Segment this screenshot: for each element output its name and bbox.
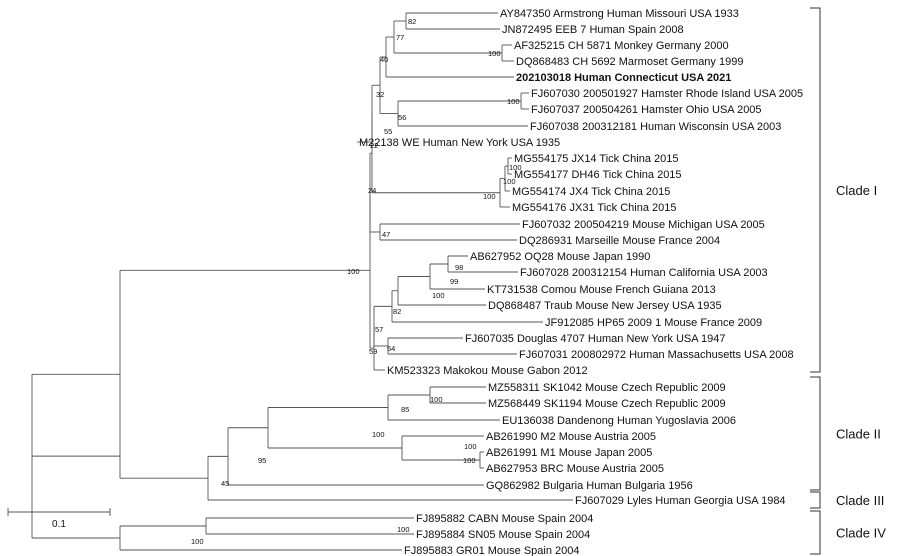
taxon-label: DQ868487 Traub Mouse New Jersey USA 1935 <box>488 300 722 312</box>
bootstrap-value: 45 <box>221 479 229 488</box>
bootstrap-value: 56 <box>398 113 406 122</box>
scale-bar: 0.1 <box>7 508 111 530</box>
taxon-label: FJ607035 Douglas 4707 Human New York USA… <box>465 333 726 345</box>
clade-bracket <box>810 376 821 491</box>
bootstrap-value: 22 <box>370 141 378 150</box>
leaf-labels: AY847350 Armstrong Human Missouri USA 19… <box>359 8 803 556</box>
taxon-label: GQ862982 Bulgaria Human Bulgaria 1956 <box>486 480 693 492</box>
bootstrap-value: 82 <box>393 307 401 316</box>
bootstrap-value: 77 <box>396 33 404 42</box>
taxon-label: JN872495 EEB 7 Human Spain 2008 <box>502 24 684 36</box>
bootstrap-value: 82 <box>408 17 416 26</box>
taxon-label: FJ607037 200504261 Hamster Ohio USA 2005 <box>531 104 762 116</box>
taxon-label: KT731538 Comou Mouse French Guiana 2013 <box>487 284 716 296</box>
bootstrap-value: 100 <box>503 177 516 186</box>
taxon-label: FJ895882 CABN Mouse Spain 2004 <box>416 513 593 525</box>
bootstrap-value: 100 <box>488 49 501 58</box>
taxon-label: 202103018 Human Connecticut USA 2021 <box>516 72 731 84</box>
taxon-label: KM523323 Makokou Mouse Gabon 2012 <box>387 365 588 377</box>
bootstrap-value: 100 <box>430 395 443 404</box>
taxon-label: AB261990 M2 Mouse Austria 2005 <box>486 431 656 443</box>
clade-label: Clade I <box>836 183 877 198</box>
taxon-label: FJ607030 200501927 Hamster Rhode Island … <box>531 88 803 100</box>
taxon-label: AB261991 M1 Mouse Japan 2005 <box>486 447 652 459</box>
bootstrap-value: 100 <box>463 456 476 465</box>
taxon-label: AB627952 OQ28 Mouse Japan 1990 <box>470 251 650 263</box>
taxon-label: MG554175 JX14 Tick China 2015 <box>514 153 679 165</box>
bootstrap-value: 100 <box>191 537 204 546</box>
taxon-label: FJ607028 200312154 Human California USA … <box>520 267 768 279</box>
bootstrap-value: 59 <box>369 347 377 356</box>
taxon-label: MZ568449 SK1194 Mouse Czech Republic 200… <box>488 398 726 410</box>
bootstrap-value: 100 <box>464 442 477 451</box>
bootstrap-value: 32 <box>376 90 384 99</box>
bootstrap-value: 100 <box>483 192 496 201</box>
taxon-label: M22138 WE Human New York USA 1935 <box>359 137 560 149</box>
bootstrap-value: 100 <box>509 163 522 172</box>
clade-bracket <box>810 7 821 373</box>
taxon-label: AY847350 Armstrong Human Missouri USA 19… <box>500 8 739 20</box>
taxon-label: MG554176 JX31 Tick China 2015 <box>512 202 677 214</box>
taxon-label: AF325215 CH 5871 Monkey Germany 2000 <box>514 40 729 52</box>
bootstrap-value: 100 <box>507 97 520 106</box>
bootstrap-value: 100 <box>397 525 410 534</box>
taxon-label: FJ607029 Lyles Human Georgia USA 1984 <box>575 495 786 507</box>
clade-brackets: Clade I Clade II Clade III Clade IV <box>810 7 886 555</box>
bootstrap-value: 100 <box>432 291 445 300</box>
taxon-label: FJ607032 200504219 Mouse Michigan USA 20… <box>522 219 765 231</box>
taxon-label: MG554177 DH46 Tick China 2015 <box>514 169 682 181</box>
bootstrap-value: 40 <box>380 55 388 64</box>
taxon-label: DQ868483 CH 5692 Marmoset Germany 1999 <box>516 56 743 68</box>
taxon-label: JF912085 HP65 2009 1 Mouse France 2009 <box>545 317 762 329</box>
bootstrap-value: 85 <box>401 405 409 414</box>
bootstrap-value: 100 <box>347 267 360 276</box>
clade-label: Clade II <box>836 427 881 442</box>
bootstrap-value: 64 <box>387 344 395 353</box>
bootstrap-value: 98 <box>455 263 463 272</box>
bootstrap-value: 100 <box>372 430 385 439</box>
taxon-label: FJ607031 200802972 Human Massachusetts U… <box>519 349 794 361</box>
clade-label: Clade IV <box>836 526 886 541</box>
taxon-label: AB627953 BRC Mouse Austria 2005 <box>486 463 664 475</box>
taxon-label: MZ558311 SK1042 Mouse Czech Republic 200… <box>488 382 726 394</box>
bootstrap-value: 57 <box>375 325 383 334</box>
clade-bracket <box>810 510 821 555</box>
taxon-label: FJ895884 SN05 Mouse Spain 2004 <box>416 529 590 541</box>
taxon-label: FJ607038 200312181 Human Wisconsin USA 2… <box>530 121 781 133</box>
clade-label: Clade III <box>836 493 884 508</box>
bootstrap-values: 82 100 77 40 100 56 55 32 22 100 100 100 24 47 98 99 100… <box>191 17 522 546</box>
taxon-label: MG554174 JX4 Tick China 2015 <box>512 186 670 198</box>
bootstrap-value: 47 <box>382 230 390 239</box>
taxon-label: DQ286931 Marseille Mouse France 2004 <box>519 235 720 247</box>
bootstrap-value: 24 <box>368 186 376 195</box>
scale-bar-label: 0.1 <box>52 519 66 530</box>
bootstrap-value: 55 <box>384 127 392 136</box>
bootstrap-value: 95 <box>258 456 266 465</box>
tree-branches <box>31 12 573 551</box>
taxon-label: EU136038 Dandenong Human Yugoslavia 2006 <box>502 415 736 427</box>
clade-bracket <box>810 491 821 509</box>
taxon-label: FJ895883 GR01 Mouse Spain 2004 <box>404 545 580 556</box>
bootstrap-value: 99 <box>450 277 458 286</box>
